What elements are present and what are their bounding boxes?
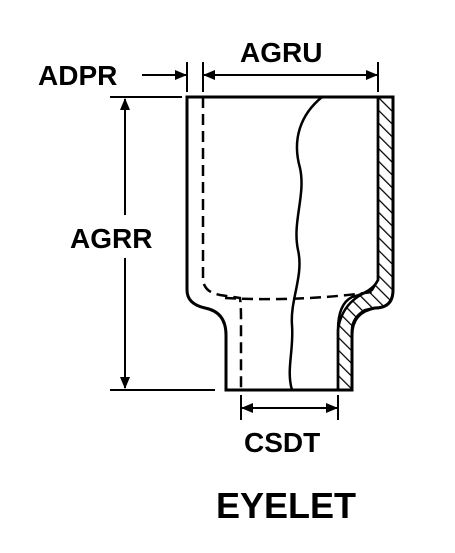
diagram-title: EYELET: [216, 485, 356, 526]
dimension-csdt: CSDT: [240, 395, 339, 458]
dimension-agrr: AGRR: [70, 96, 215, 391]
hatched-wall-section: [336, 95, 395, 392]
eyelet-outline: [185, 95, 395, 392]
agrr-label: AGRR: [70, 223, 152, 254]
adpr-label: ADPR: [38, 60, 117, 91]
eyelet-body: [185, 95, 395, 392]
break-line: [288, 96, 323, 391]
agru-label: AGRU: [240, 37, 322, 68]
csdt-label: CSDT: [244, 427, 320, 458]
dimension-agru: AGRU: [202, 37, 379, 92]
hidden-inner-wall: [201, 97, 243, 390]
dimension-adpr: ADPR: [38, 60, 188, 92]
inner-wall-right: [336, 97, 380, 390]
hidden-inner-floor: [224, 290, 373, 301]
